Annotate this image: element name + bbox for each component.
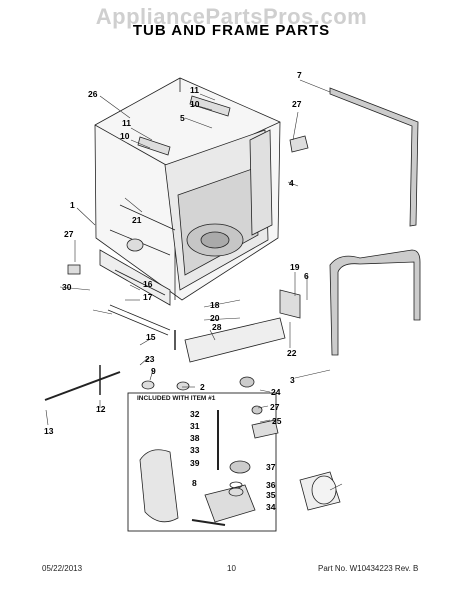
- callout-18: 15: [146, 332, 156, 342]
- callout-37: 38: [190, 433, 200, 443]
- callout-11b: 11: [122, 118, 131, 128]
- callout-14: 16: [143, 279, 153, 289]
- callout-5: 5: [180, 113, 185, 123]
- callout-35: 36: [266, 480, 276, 490]
- footer-part-number: Part No. W10434223 Rev. B: [318, 564, 419, 573]
- footer-date: 05/22/2013: [42, 564, 83, 573]
- callout-3: 3: [290, 375, 295, 385]
- callout-24: 26: [88, 89, 98, 99]
- float: [239, 376, 255, 388]
- callout-21: 23: [145, 354, 155, 364]
- callout-30: 31: [190, 421, 200, 431]
- callout-2: 2: [200, 382, 205, 392]
- callout-23: 21: [132, 215, 142, 225]
- callout-9: 9: [151, 366, 156, 376]
- callout-10b: 10: [120, 131, 130, 141]
- bracket-side: [137, 136, 171, 156]
- callout-26: 27: [270, 402, 280, 412]
- callout-33: 34: [266, 502, 276, 512]
- callout-8: 8: [192, 478, 197, 488]
- callout-38: 39: [190, 458, 200, 468]
- sump-cover: [139, 449, 179, 523]
- callout-10a: 10: [190, 99, 200, 109]
- callout-34: 35: [266, 490, 276, 500]
- callout-7: 7: [297, 70, 302, 80]
- seal-ring-b: [228, 487, 244, 497]
- tub-illustration: [94, 77, 281, 306]
- callout-11a: 11: [190, 85, 199, 95]
- callout-28: 28: [212, 322, 222, 332]
- callout-31: 32: [190, 409, 200, 419]
- wash-impeller: [229, 460, 251, 474]
- watermark: AppliancePartsPros.com: [95, 4, 368, 29]
- grommet: [176, 381, 190, 391]
- screw-rod: [44, 371, 121, 401]
- footer-page: 10: [227, 564, 236, 573]
- callout-17: 19: [290, 262, 300, 272]
- clip-block: [67, 264, 81, 275]
- sump-assembly: [204, 484, 256, 523]
- rail: [279, 289, 301, 319]
- nut: [141, 380, 155, 390]
- callout-27b: 27: [64, 229, 74, 239]
- callout-22: 24: [271, 387, 281, 397]
- door-gasket-top: [329, 87, 419, 227]
- callout-12: 12: [96, 404, 106, 414]
- page-title: TUB AND FRAME PARTS: [132, 22, 331, 39]
- tub-gasket: [329, 249, 421, 356]
- callout-20: 20: [210, 313, 220, 323]
- callout-29: 30: [62, 282, 72, 292]
- included-box: [127, 392, 277, 532]
- callout-15: 17: [143, 292, 153, 302]
- callout-25: 25: [272, 416, 282, 426]
- callout-27a: 27: [292, 99, 302, 109]
- toe-panel: [184, 317, 286, 363]
- callout-16: 18: [210, 300, 220, 310]
- included-box-label: INCLUDED WITH ITEM #1: [137, 395, 216, 402]
- callout-1: 1: [70, 200, 75, 210]
- bracket-top: [189, 95, 231, 117]
- callout-13: 13: [44, 426, 54, 436]
- leveling-leg: [107, 304, 171, 336]
- hose: [191, 519, 226, 526]
- callout-6: 6: [304, 271, 309, 281]
- callout-36: 37: [266, 462, 276, 472]
- callout-32: 33: [190, 445, 200, 455]
- motor-cylinder: [299, 471, 341, 511]
- valve: [251, 419, 279, 439]
- callout-19: 22: [287, 348, 297, 358]
- strike: [289, 135, 309, 153]
- callout-4: 4: [289, 178, 294, 188]
